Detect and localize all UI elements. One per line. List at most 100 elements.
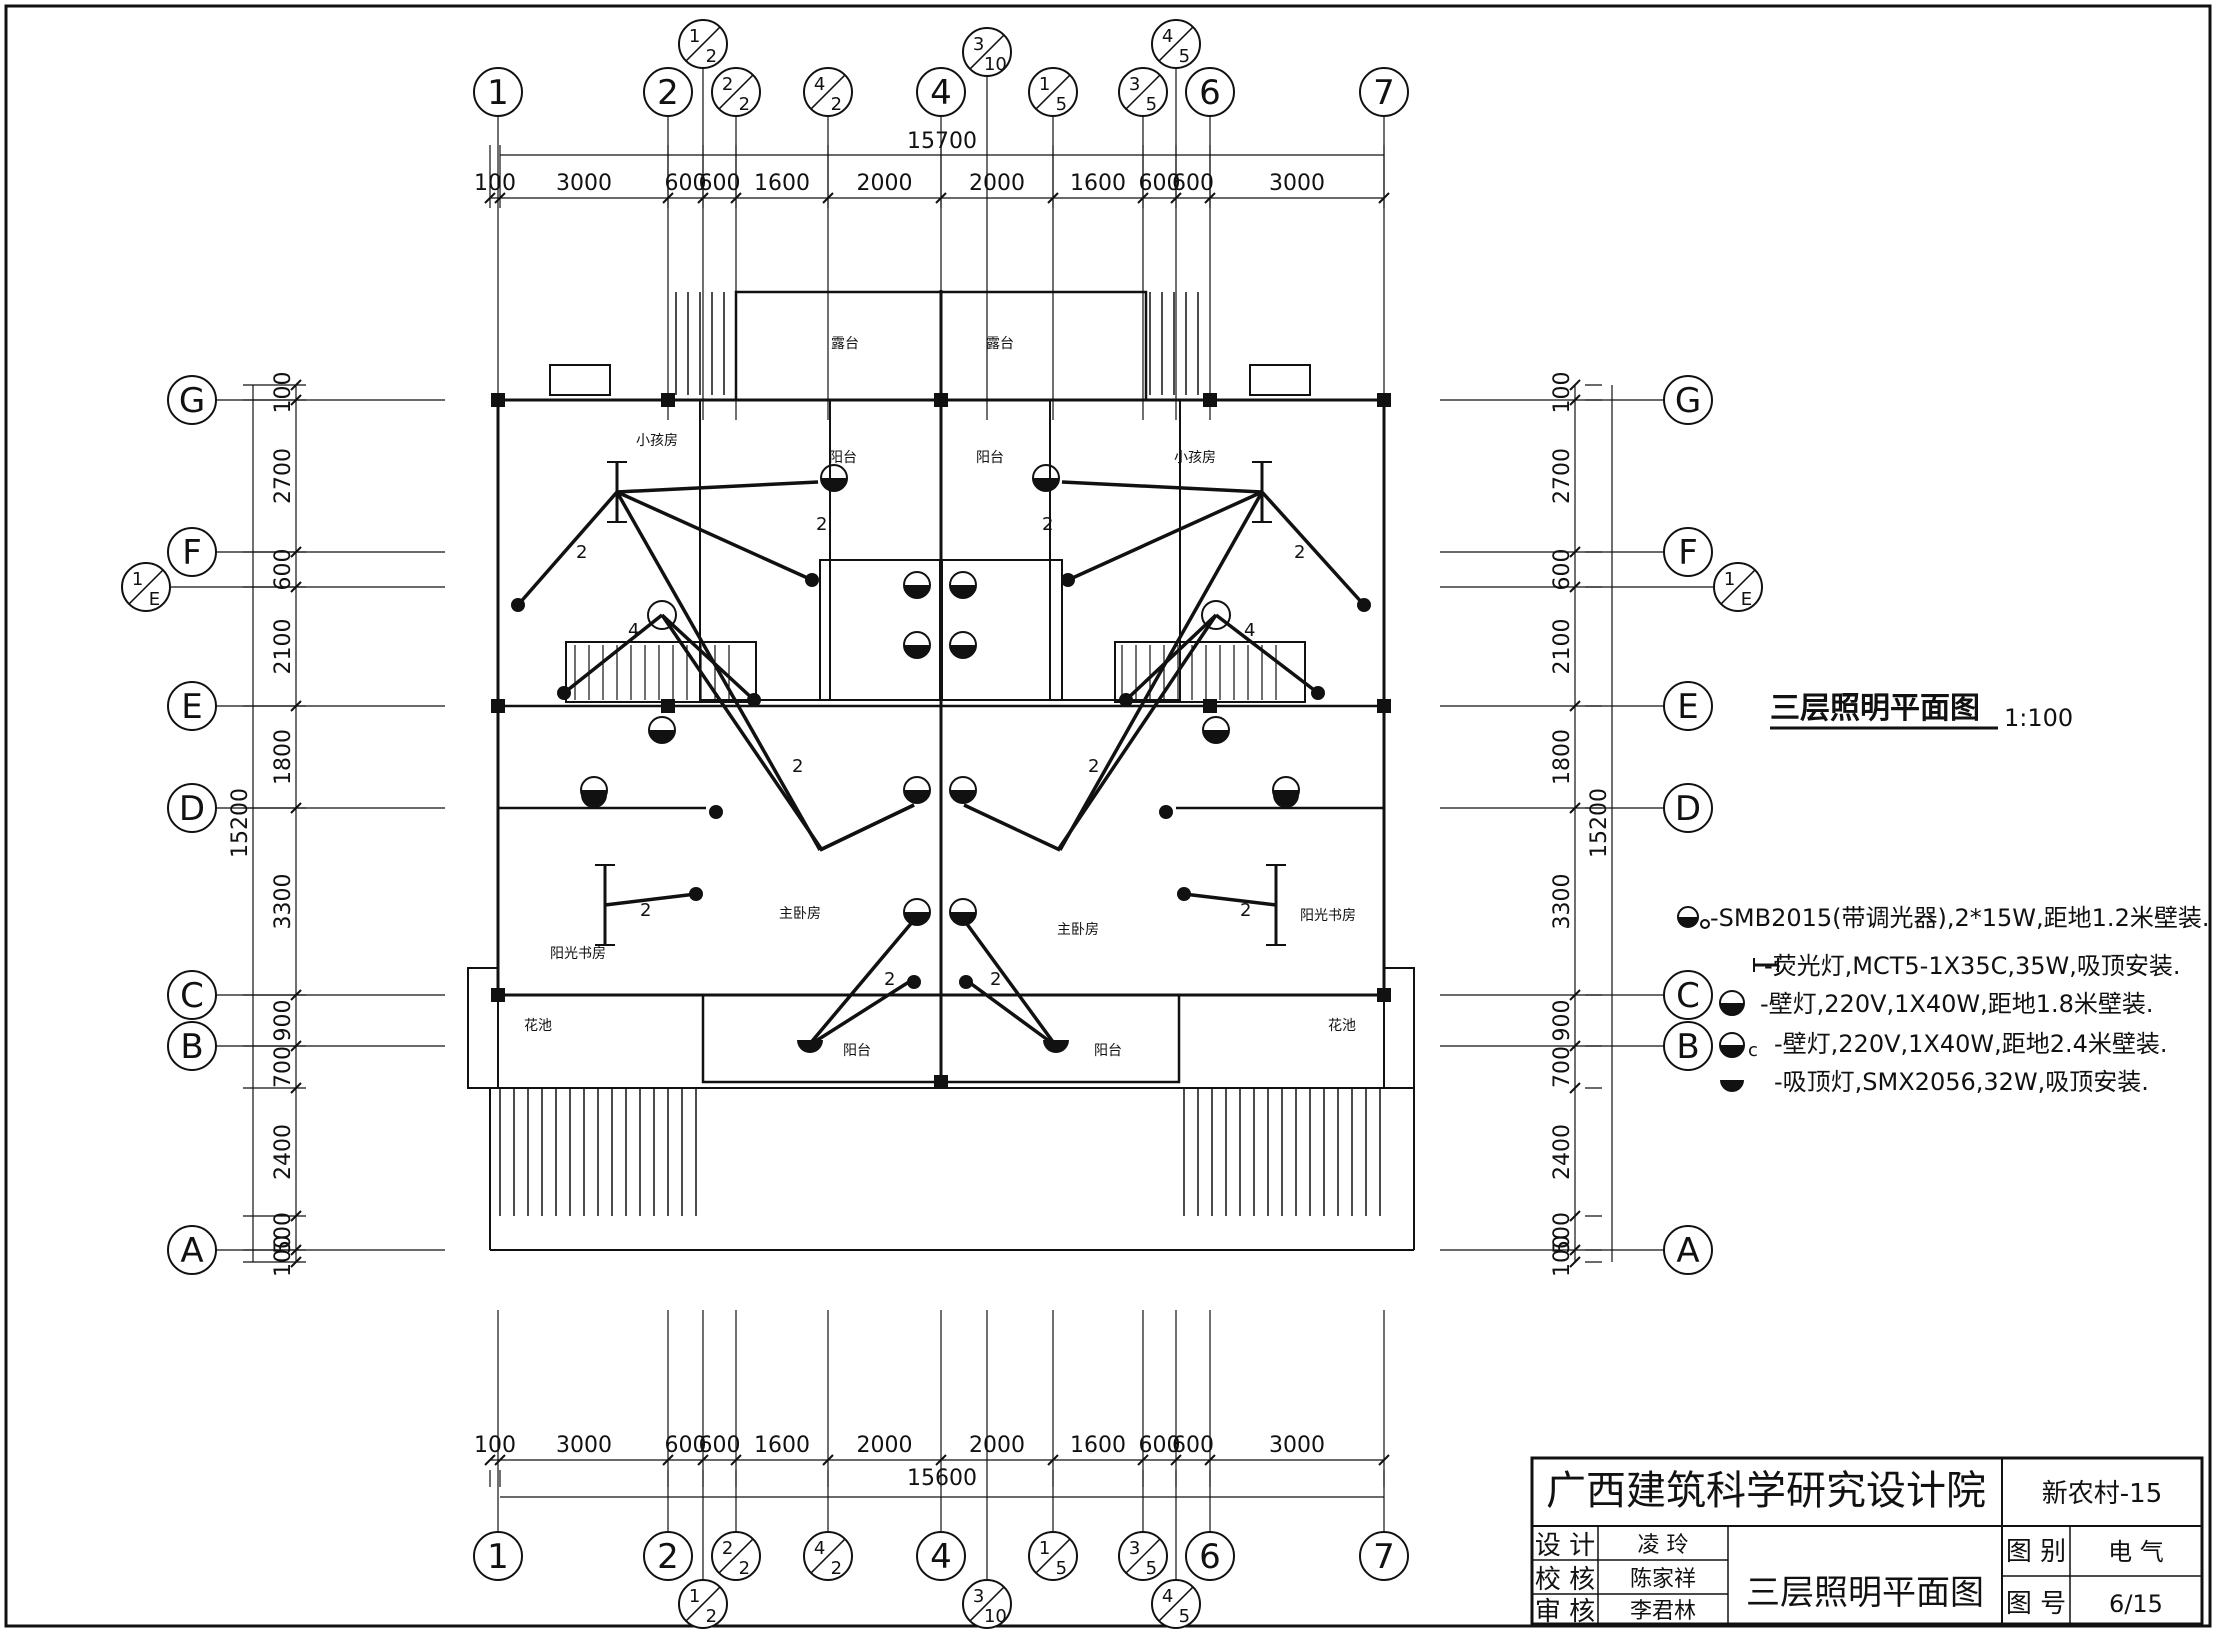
svg-text:3300: 3300 [1550,874,1575,930]
svg-text:3: 3 [973,1586,984,1607]
circuit-label-1: 4 [628,620,639,641]
dim-top-seg-2: 600 [665,171,707,196]
switch-icon [959,975,973,989]
dim-right-seg-10: 100 [1550,1235,1575,1277]
room-label-master_bedroom: 主卧房 [1057,922,1099,938]
axis-col-4-bubble-bottom: 4 [916,1531,966,1581]
axis-row-D-bubble-left: D [167,783,217,833]
circuit-wire [660,613,756,702]
dim-left-seg-1: 2700 [271,448,296,504]
svg-text:5: 5 [1056,94,1067,115]
svg-text:2100: 2100 [1550,619,1575,675]
circuit-label-r-4: 2 [990,969,1001,990]
svg-text:15200: 15200 [1587,788,1612,858]
fluorescent-icon [1753,958,1779,972]
axis-col-1-5-bubble-bottom: 15 [1028,1531,1078,1581]
svg-text:F: F [1678,533,1698,573]
dim-top-seg-3: 600 [699,171,741,196]
svg-text:1: 1 [1724,569,1735,590]
circuit-wire [1214,613,1320,695]
svg-text:B: B [180,1027,203,1067]
switch-socket-icon [1677,906,1710,929]
svg-text:7: 7 [1373,1537,1395,1577]
dim-right-seg-2: 600 [1550,549,1575,591]
svg-text:600: 600 [1550,549,1575,591]
ceiling-lamp-icon [1720,1080,1744,1092]
circuit-label-r-3: 2 [1240,900,1251,921]
axis-row-D-bubble-right: D [1663,783,1713,833]
stair-left [565,641,757,703]
ceiling-lamp-icon [949,898,977,926]
dim-bottom-total: 15600 [907,1466,977,1491]
circuit-wire [562,613,664,695]
svg-text:2: 2 [657,1537,679,1577]
svg-text:4: 4 [1162,26,1173,47]
dim-right-seg-1: 2700 [1550,448,1575,504]
grid-axes: 1122121222224242443103101515353545456677… [121,19,1763,1629]
circuit-label-4: 2 [884,969,895,990]
svg-text:3: 3 [1129,1538,1140,1559]
ceiling-lamp-icon [648,716,676,744]
svg-text:1: 1 [487,73,509,113]
axis-row-E-bubble-right: E [1663,681,1713,731]
dim-top-seg-4: 1600 [754,171,810,196]
svg-text:1: 1 [689,1586,700,1607]
review-label: 审 核 [1535,1597,1595,1627]
axis-col-1-2-bubble-bottom: 12 [678,1579,728,1629]
circuit-wire [819,803,915,852]
svg-text:5: 5 [1179,46,1190,67]
axis-col-4-2-bubble-bottom: 42 [803,1531,853,1581]
switch-icon [709,805,723,819]
svg-text:1800: 1800 [1550,729,1575,785]
dim-bottom-seg-6: 2000 [969,1433,1025,1458]
switch-icon [1357,598,1371,612]
axis-col-4-5-bubble-top: 45 [1151,19,1201,69]
svg-text:2: 2 [722,74,733,95]
svg-text:15200: 15200 [228,788,253,858]
ceiling-lamp-icon [949,776,977,804]
checker-name: 陈家祥 [1630,1567,1696,1592]
dim-left-seg-3: 2100 [271,619,296,675]
circuit-wire [806,918,916,1048]
svg-text:2: 2 [831,1558,842,1579]
wall-lamp-icon [1719,990,1745,1016]
circuit-wire [1067,490,1263,582]
svg-text:E: E [1741,589,1752,610]
axis-col-7-bubble-bottom: 7 [1359,1531,1409,1581]
dim-right-total: 15200 [1587,788,1612,858]
dim-left-total: 15200 [228,788,253,858]
legend: -SMB2015(带调光器),2*15W,距地1.2米壁装. -荧光灯,MCT5… [1677,904,2209,1096]
title-block: 广西建筑科学研究设计院 新农村-15 设 计 凌 玲 校 核 陈家祥 审 核 李… [1530,1456,2204,1627]
legend-item-2: -荧光灯,MCT5-1X35C,35W,吸顶安装. [1764,952,2181,980]
project-name: 新农村-15 [2042,1479,2162,1509]
switch-icon [1177,887,1191,901]
axis-col-2-2-bubble-bottom: 22 [711,1531,761,1581]
svg-text:E: E [181,687,202,727]
circuit-wire [1058,491,1264,851]
dim-bottom-seg-3: 600 [699,1433,741,1458]
room-label-terrace: 露台 [986,336,1014,352]
design-label: 设 计 [1535,1531,1595,1561]
svg-text:2: 2 [831,94,842,115]
dim-left-seg-6: 900 [271,1000,296,1042]
dim-right-seg-6: 900 [1550,1000,1575,1042]
column [1377,988,1391,1002]
circuit-label-r-2: 2 [1294,542,1305,563]
axis-row-G-bubble-right: G [1663,375,1713,425]
column [1203,699,1217,713]
column [661,699,675,713]
drawing-number: 6/15 [2109,1590,2163,1618]
svg-text:700: 700 [271,1046,296,1088]
axis-col-3-5-bubble-top: 35 [1118,67,1168,117]
svg-text:6: 6 [1199,1537,1221,1577]
axis-col-4-2-bubble-top: 42 [803,67,853,117]
ceiling-lamp-icon [949,571,977,599]
svg-text:A: A [180,1231,203,1271]
dim-bottom-seg-1: 3000 [556,1433,612,1458]
dim-top-seg-6: 2000 [969,171,1025,196]
axis-col-6-bubble-top: 6 [1185,67,1235,117]
drawing-scale: 1:100 [2004,704,2073,732]
axis-col-1-bubble-top: 1 [473,67,523,117]
room-labels: 露台露台阳台阳台小孩房小孩房主卧房主卧房阳光书房阳光书房花池花池阳台阳台 [524,336,1356,1059]
axis-col-3-10-bubble-bottom: 310 [962,1579,1012,1629]
